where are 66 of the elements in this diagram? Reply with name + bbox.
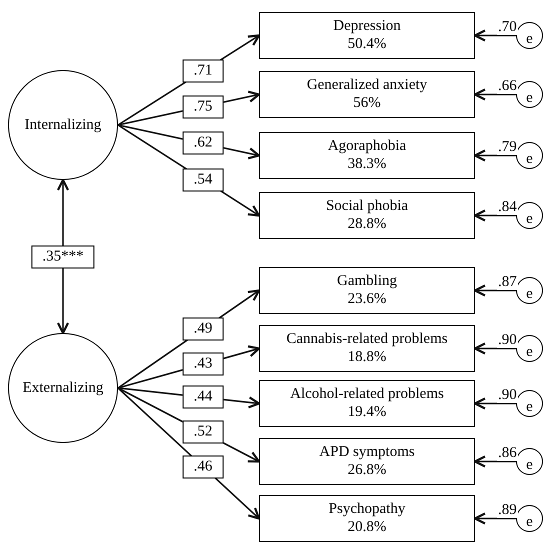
node-label: e (526, 32, 533, 47)
edge-label: .43 (182, 352, 224, 376)
edge-label: .87 (497, 274, 518, 290)
edge-label: .35*** (31, 245, 95, 268)
percentage-label: 26.8% (348, 462, 386, 479)
edge-label: .71 (182, 60, 224, 83)
node-label: Alcohol-related problems (290, 386, 444, 404)
node-label: e (526, 458, 533, 473)
percentage-label: 56% (353, 94, 381, 112)
edge-label: .46 (182, 455, 224, 478)
node-label: Gambling (337, 273, 397, 290)
node-label: Agoraphobia (328, 138, 406, 156)
arrow (474, 88, 516, 101)
edge-label: .49 (182, 318, 224, 341)
percentage-label: 20.8% (348, 518, 386, 536)
arrow (474, 149, 516, 162)
edge-label: .66 (497, 78, 518, 94)
node-label: Generalized anxiety (306, 77, 428, 94)
edge-label: .70 (497, 20, 518, 34)
node-label: e (526, 400, 533, 415)
indicator-box (259, 495, 475, 542)
indicator-box (259, 380, 475, 427)
node-label: e (526, 515, 533, 530)
arrow (474, 455, 516, 468)
arrow (474, 397, 516, 410)
edge-label: .79 (497, 140, 518, 154)
edge-label: .84 (497, 200, 518, 214)
indicator-box (259, 325, 475, 372)
arrow (474, 512, 516, 525)
arrow (474, 342, 516, 355)
edge-label: .86 (497, 446, 518, 460)
indicator-box (259, 12, 475, 59)
node-label: Depression (333, 18, 401, 36)
indicator-box (259, 71, 475, 118)
percentage-label: 38.3% (348, 156, 386, 173)
node-label: Social phobia (326, 198, 408, 216)
edge-label: .54 (182, 168, 224, 192)
edge-label: .75 (182, 95, 224, 118)
edge-label: .90 (497, 332, 518, 348)
node-label: e (526, 91, 533, 106)
node-label: Internalizing (24, 116, 102, 135)
percentage-label: 23.6% (348, 290, 386, 308)
node-label: Psychopathy (328, 501, 406, 518)
node-label: e (526, 287, 533, 302)
percentage-label: 18.8% (348, 348, 386, 366)
arrow (474, 284, 516, 297)
edge-label: .52 (182, 420, 224, 444)
indicator-box (259, 132, 475, 179)
edge-label: .89 (497, 502, 518, 518)
node-label: e (526, 345, 533, 360)
node-label: e (526, 212, 533, 227)
node-label: Externalizing (22, 378, 104, 398)
percentage-label: 28.8% (348, 216, 386, 233)
edge-label: .90 (497, 388, 518, 402)
indicator-box (259, 267, 475, 314)
indicator-box (259, 192, 475, 239)
edge-label: .62 (182, 132, 224, 155)
arrow (474, 29, 516, 42)
node-label: APD symptoms (319, 444, 415, 462)
node-label: Cannabis-related problems (286, 331, 448, 348)
percentage-label: 19.4% (348, 404, 386, 421)
arrow (474, 209, 516, 222)
indicator-box (259, 438, 475, 485)
node-label: e (526, 152, 533, 167)
percentage-label: 50.4% (348, 36, 386, 53)
edge-label: .44 (182, 386, 224, 409)
